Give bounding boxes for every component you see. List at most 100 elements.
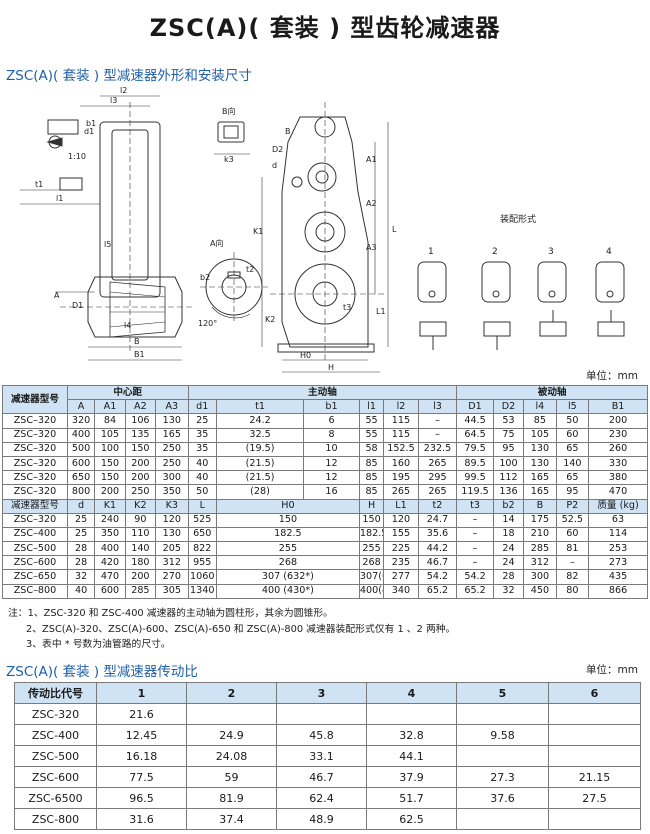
table-cell: 822 <box>187 541 217 557</box>
table-cell: 115 <box>383 427 419 443</box>
table-cell: 65 <box>555 470 590 486</box>
dim-t2: t2 <box>246 265 254 274</box>
table-cell: 28 <box>66 541 96 557</box>
table-cell: 99.5 <box>456 470 494 486</box>
section-title-dimensions: ZSC(A)( 套装 ) 型减速器外形和安装尺寸 <box>6 68 252 84</box>
spec-header-cell: K2 <box>124 498 157 514</box>
table-cell: 24.2 <box>215 413 305 429</box>
ratio-cell <box>548 703 641 725</box>
table-cell: 114 <box>588 526 648 543</box>
table-cell: 60 <box>555 427 590 443</box>
table-cell: 35 <box>187 427 217 443</box>
unit-label-2: 单位：mm <box>586 664 638 676</box>
table-cell: 60 <box>555 526 590 543</box>
dim-b1: b1 <box>86 119 96 128</box>
dim-t3: t3 <box>343 303 351 312</box>
model-cell: ZSC–800 <box>2 583 68 599</box>
table-cell: (19.5) <box>215 441 305 457</box>
ratio-header-cell: 1 <box>96 682 187 704</box>
table-cell: 150 <box>94 455 126 472</box>
table-cell: 82 <box>555 569 590 585</box>
table-cell: – <box>456 541 494 557</box>
table-cell: 40 <box>187 455 217 472</box>
table-cell: 105 <box>523 427 557 443</box>
table-cell: 175 <box>523 512 557 528</box>
ratio-cell: 33.1 <box>276 745 367 767</box>
table-cell: 305 <box>155 583 189 599</box>
spec-header-cell: t1 <box>215 399 305 415</box>
table-cell: 80 <box>555 583 590 599</box>
spec-header-cell: B1 <box>588 399 648 415</box>
table-cell: 312 <box>155 555 189 571</box>
ratio-cell: 37.6 <box>456 787 549 809</box>
spec-header-cell: K3 <box>155 498 189 514</box>
label-assembly: 装配形式 <box>500 213 536 225</box>
table-cell: 32 <box>492 583 525 599</box>
assembly-form-3 <box>537 261 567 337</box>
table-cell: 89.5 <box>456 455 494 472</box>
table-cell: 400 <box>94 541 126 557</box>
table-cell: 10 <box>303 441 360 457</box>
dim-d1: d1 <box>84 127 94 136</box>
dim-B-side: B <box>285 127 291 136</box>
table-cell: 155 <box>383 526 419 543</box>
table-cell: 55 <box>358 413 385 429</box>
ratio-cell <box>456 745 549 767</box>
dim-l1: l1 <box>56 194 63 203</box>
table-cell: 600 <box>94 583 126 599</box>
table-cell: – <box>456 526 494 543</box>
table-cell: 24.7 <box>417 512 458 528</box>
assembly-number-3: 3 <box>548 247 554 257</box>
ratio-cell: 46.7 <box>276 766 367 788</box>
ratio-cell: 62.5 <box>366 808 457 830</box>
table-cell: 152.5 <box>383 441 419 457</box>
ratio-cell <box>186 703 277 725</box>
ratio-header-cell: 5 <box>456 682 549 704</box>
assembly-number-2: 2 <box>492 247 498 257</box>
table-cell: 320 <box>66 413 96 429</box>
spec-header-cell: B <box>523 498 557 514</box>
ratio-cell: 44.1 <box>366 745 457 767</box>
dim-b2: b2 <box>200 273 210 282</box>
table-cell: 253 <box>588 541 648 557</box>
table-cell: 200 <box>588 413 648 429</box>
table-cell: 240 <box>94 512 126 528</box>
table-cell: 64.5 <box>456 427 494 443</box>
ratio-cell: 16.18 <box>96 745 187 767</box>
table-cell: 65 <box>555 441 590 457</box>
table-cell: 285 <box>523 541 557 557</box>
table-cell: 165 <box>523 470 557 486</box>
table-cell: 130 <box>155 526 189 543</box>
table-cell: – <box>456 512 494 528</box>
table-cell: 265 <box>417 455 458 472</box>
table-cell: 230 <box>588 427 648 443</box>
table-cell: 24 <box>492 541 525 557</box>
table-cell: 95 <box>555 484 590 500</box>
ratio-header-cell: 4 <box>366 682 457 704</box>
spec-header-cell: A1 <box>94 399 126 415</box>
table-cell: 273 <box>588 555 648 571</box>
table-cell: (21.5) <box>215 470 305 486</box>
table-cell: 470 <box>94 569 126 585</box>
table-cell: 90 <box>124 512 157 528</box>
table-cell: 150 <box>94 470 126 486</box>
assembly-number-1: 1 <box>428 247 434 257</box>
table-cell: 300 <box>155 470 189 486</box>
table-cell: 25 <box>66 512 96 528</box>
spec-header-cell: l3 <box>417 399 458 415</box>
model-cell: ZSC–500 <box>2 541 68 557</box>
table-cell: 12 <box>303 455 360 472</box>
table-cell: 265 <box>417 484 458 500</box>
model-cell: ZSC–320 <box>2 441 68 457</box>
table-cell: 255 <box>215 541 360 557</box>
dim-L1: L1 <box>376 307 386 316</box>
spec-header-cell: D1 <box>456 399 494 415</box>
